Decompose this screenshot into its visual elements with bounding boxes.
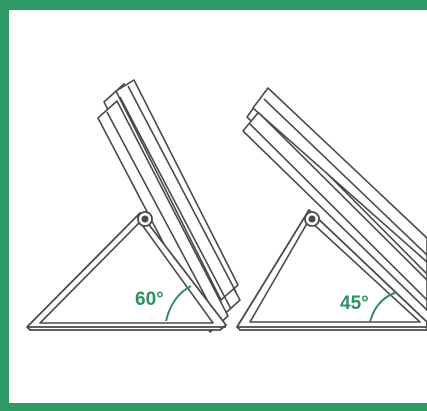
left-stand-triangle: [26, 212, 227, 331]
right-hinge: [304, 211, 320, 227]
left-angle-label: 60°: [135, 289, 164, 310]
right-tablet: [242, 87, 427, 311]
left-tablet: [97, 79, 241, 333]
left-hinge: [137, 211, 153, 227]
left-angle-arc: [165, 285, 192, 322]
right-stand-triangle: [236, 209, 427, 331]
right-angle-label: 45°: [340, 293, 369, 314]
right-stand-illustration: [236, 87, 427, 331]
left-stand-illustration: [26, 79, 241, 333]
right-angle-arc: [369, 291, 398, 323]
